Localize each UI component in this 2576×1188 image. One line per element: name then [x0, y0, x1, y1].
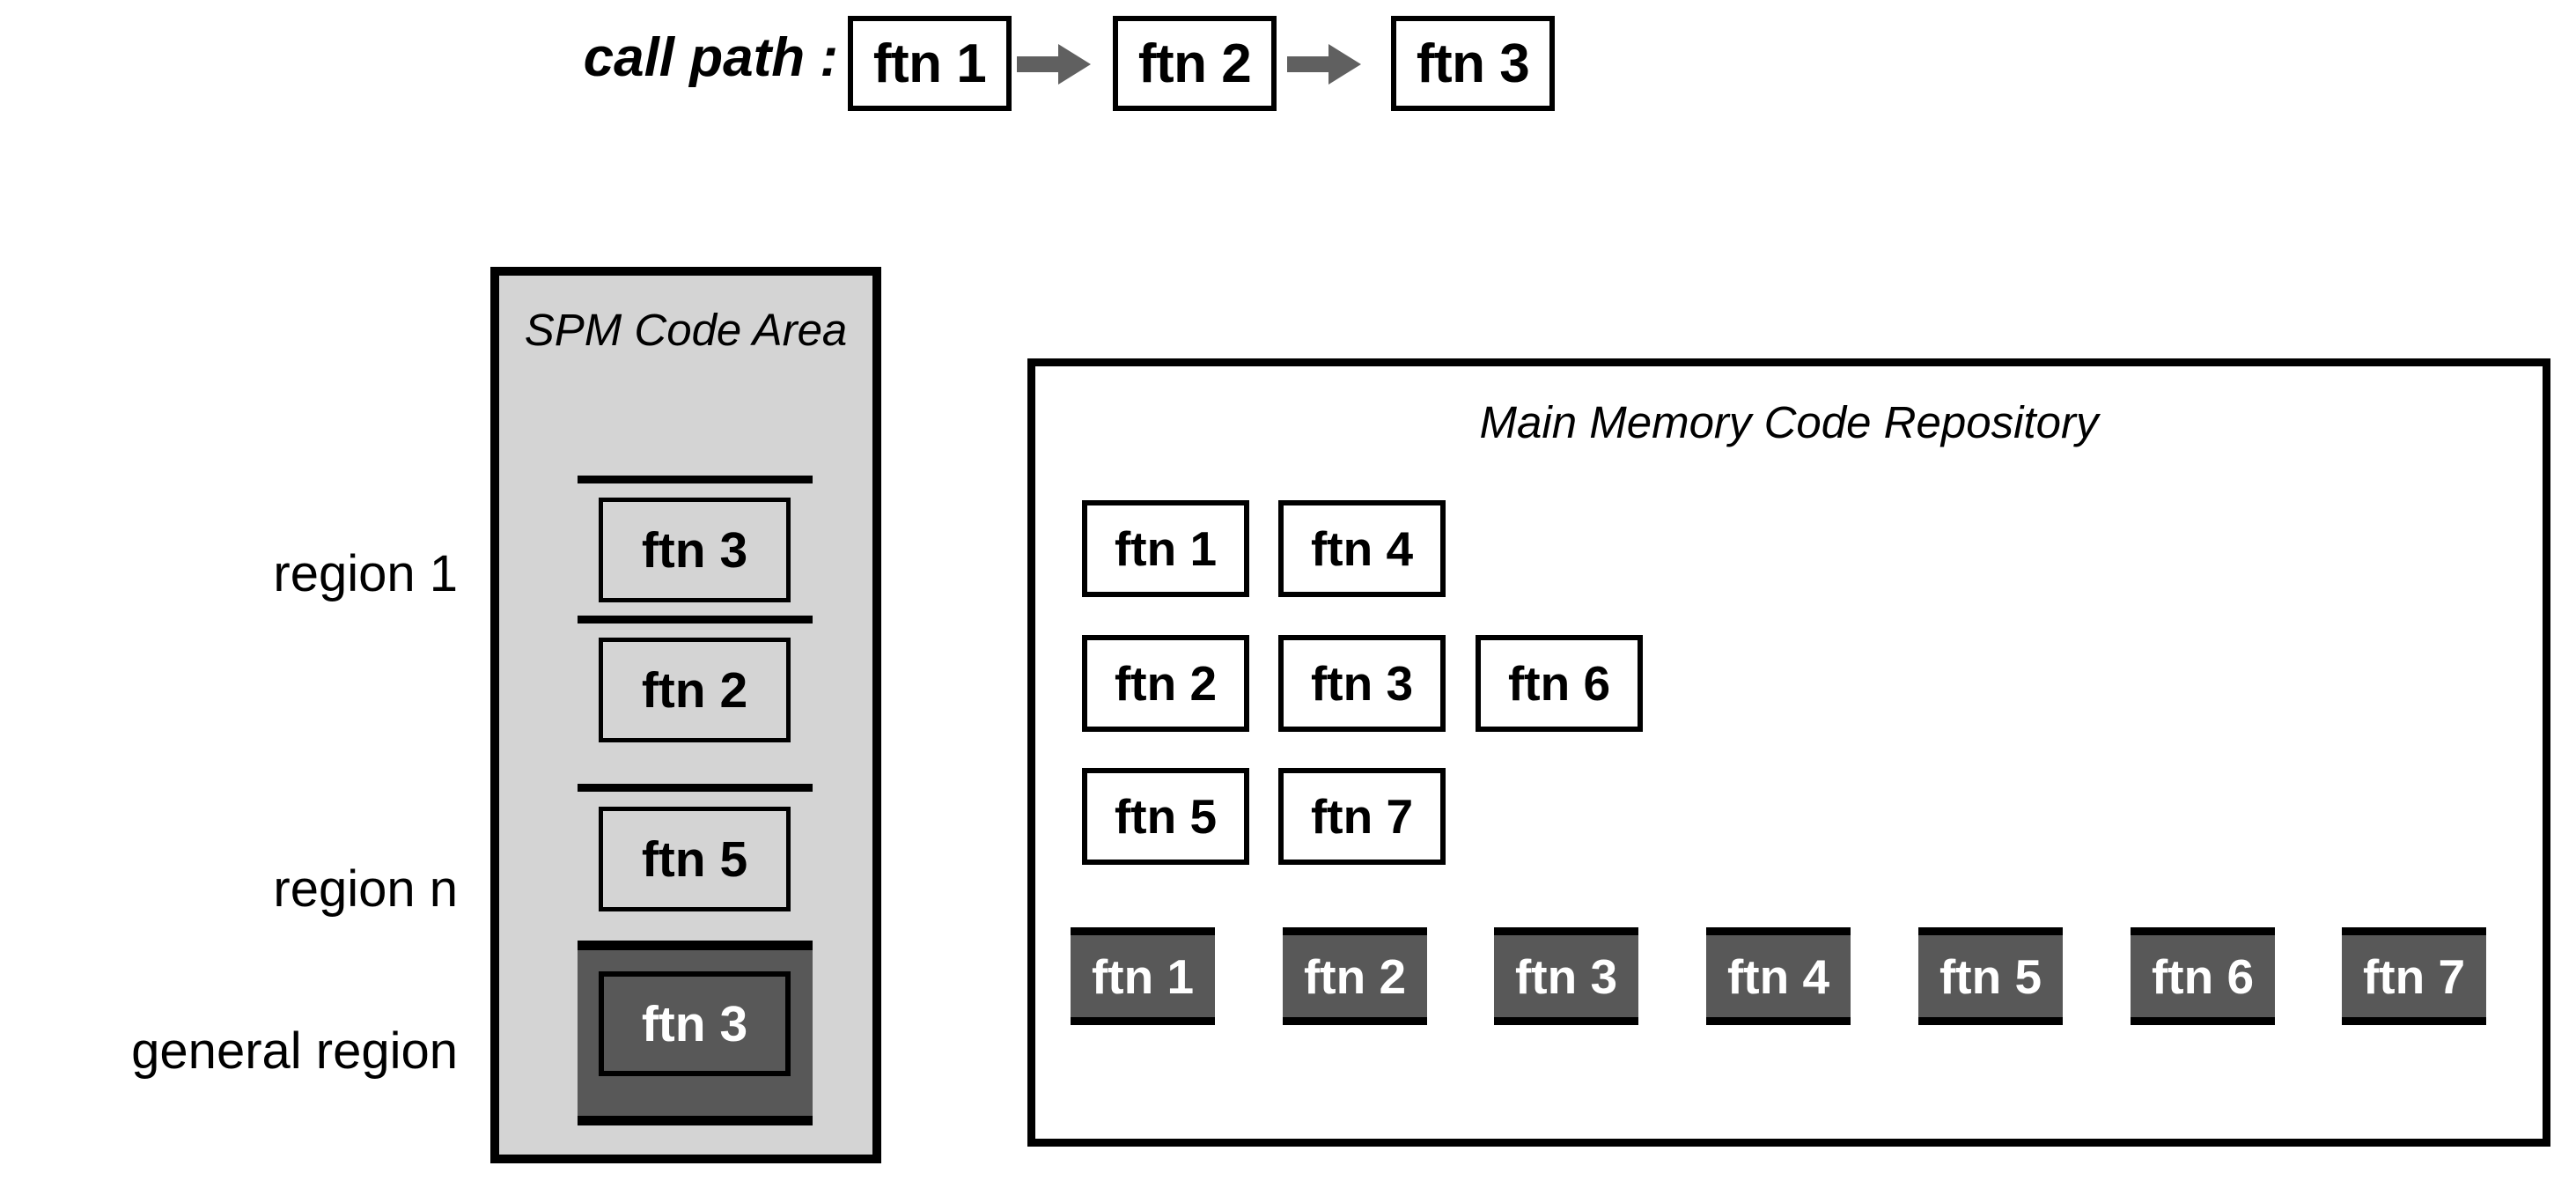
spm-slot: ftn 2: [599, 638, 791, 742]
repository-dark-cell: ftn 2: [1283, 927, 1427, 1025]
call-path-node-3: ftn 3: [1391, 16, 1555, 111]
right-arrow-icon: [1017, 44, 1091, 85]
repository-dark-cell: ftn 4: [1706, 927, 1851, 1025]
repository-dark-cell: ftn 7: [2342, 927, 2486, 1025]
call-path-node-2: ftn 2: [1113, 16, 1277, 111]
repository-dark-cell: ftn 3: [1494, 927, 1638, 1025]
spm-slot: ftn 3: [599, 498, 791, 602]
repository-cell: ftn 6: [1476, 635, 1643, 732]
spm-code-area-title: SPM Code Area: [524, 305, 848, 355]
repository-cell: ftn 7: [1278, 768, 1446, 865]
repository-cell: ftn 5: [1082, 768, 1249, 865]
spm-general-region-block: ftn 3: [578, 941, 813, 1125]
spm-code-area-panel: SPM Code Area ftn 3 ftn 2 ftn 5 ftn 3: [490, 267, 881, 1163]
call-path-label: call path :: [583, 27, 838, 88]
repository-cell: ftn 3: [1278, 635, 1446, 732]
region-label-region-n: region n: [273, 860, 458, 918]
main-memory-code-repository-title: Main Memory Code Repository: [1479, 397, 2099, 447]
repository-dark-cell: ftn 6: [2131, 927, 2275, 1025]
call-path-node-1: ftn 1: [848, 16, 1012, 111]
repository-cell: ftn 2: [1082, 635, 1249, 732]
right-arrow-icon: [1287, 44, 1361, 85]
repository-cell: ftn 4: [1278, 500, 1446, 597]
spm-region-divider: [578, 616, 813, 624]
spm-region-divider: [578, 784, 813, 792]
spm-region-divider: [578, 476, 813, 483]
repository-dark-cell: ftn 5: [1918, 927, 2063, 1025]
main-memory-code-repository-panel: Main Memory Code Repository ftn 1 ftn 4 …: [1027, 358, 2550, 1147]
region-label-general-region: general region: [131, 1022, 458, 1080]
repository-cell: ftn 1: [1082, 500, 1249, 597]
call-path-row: call path : ftn 1 ftn 2 ftn 3: [0, 0, 2576, 159]
repository-dark-cell: ftn 1: [1071, 927, 1215, 1025]
region-label-region-1: region 1: [273, 545, 458, 602]
spm-slot: ftn 5: [599, 807, 791, 911]
spm-general-region-slot: ftn 3: [599, 971, 791, 1076]
